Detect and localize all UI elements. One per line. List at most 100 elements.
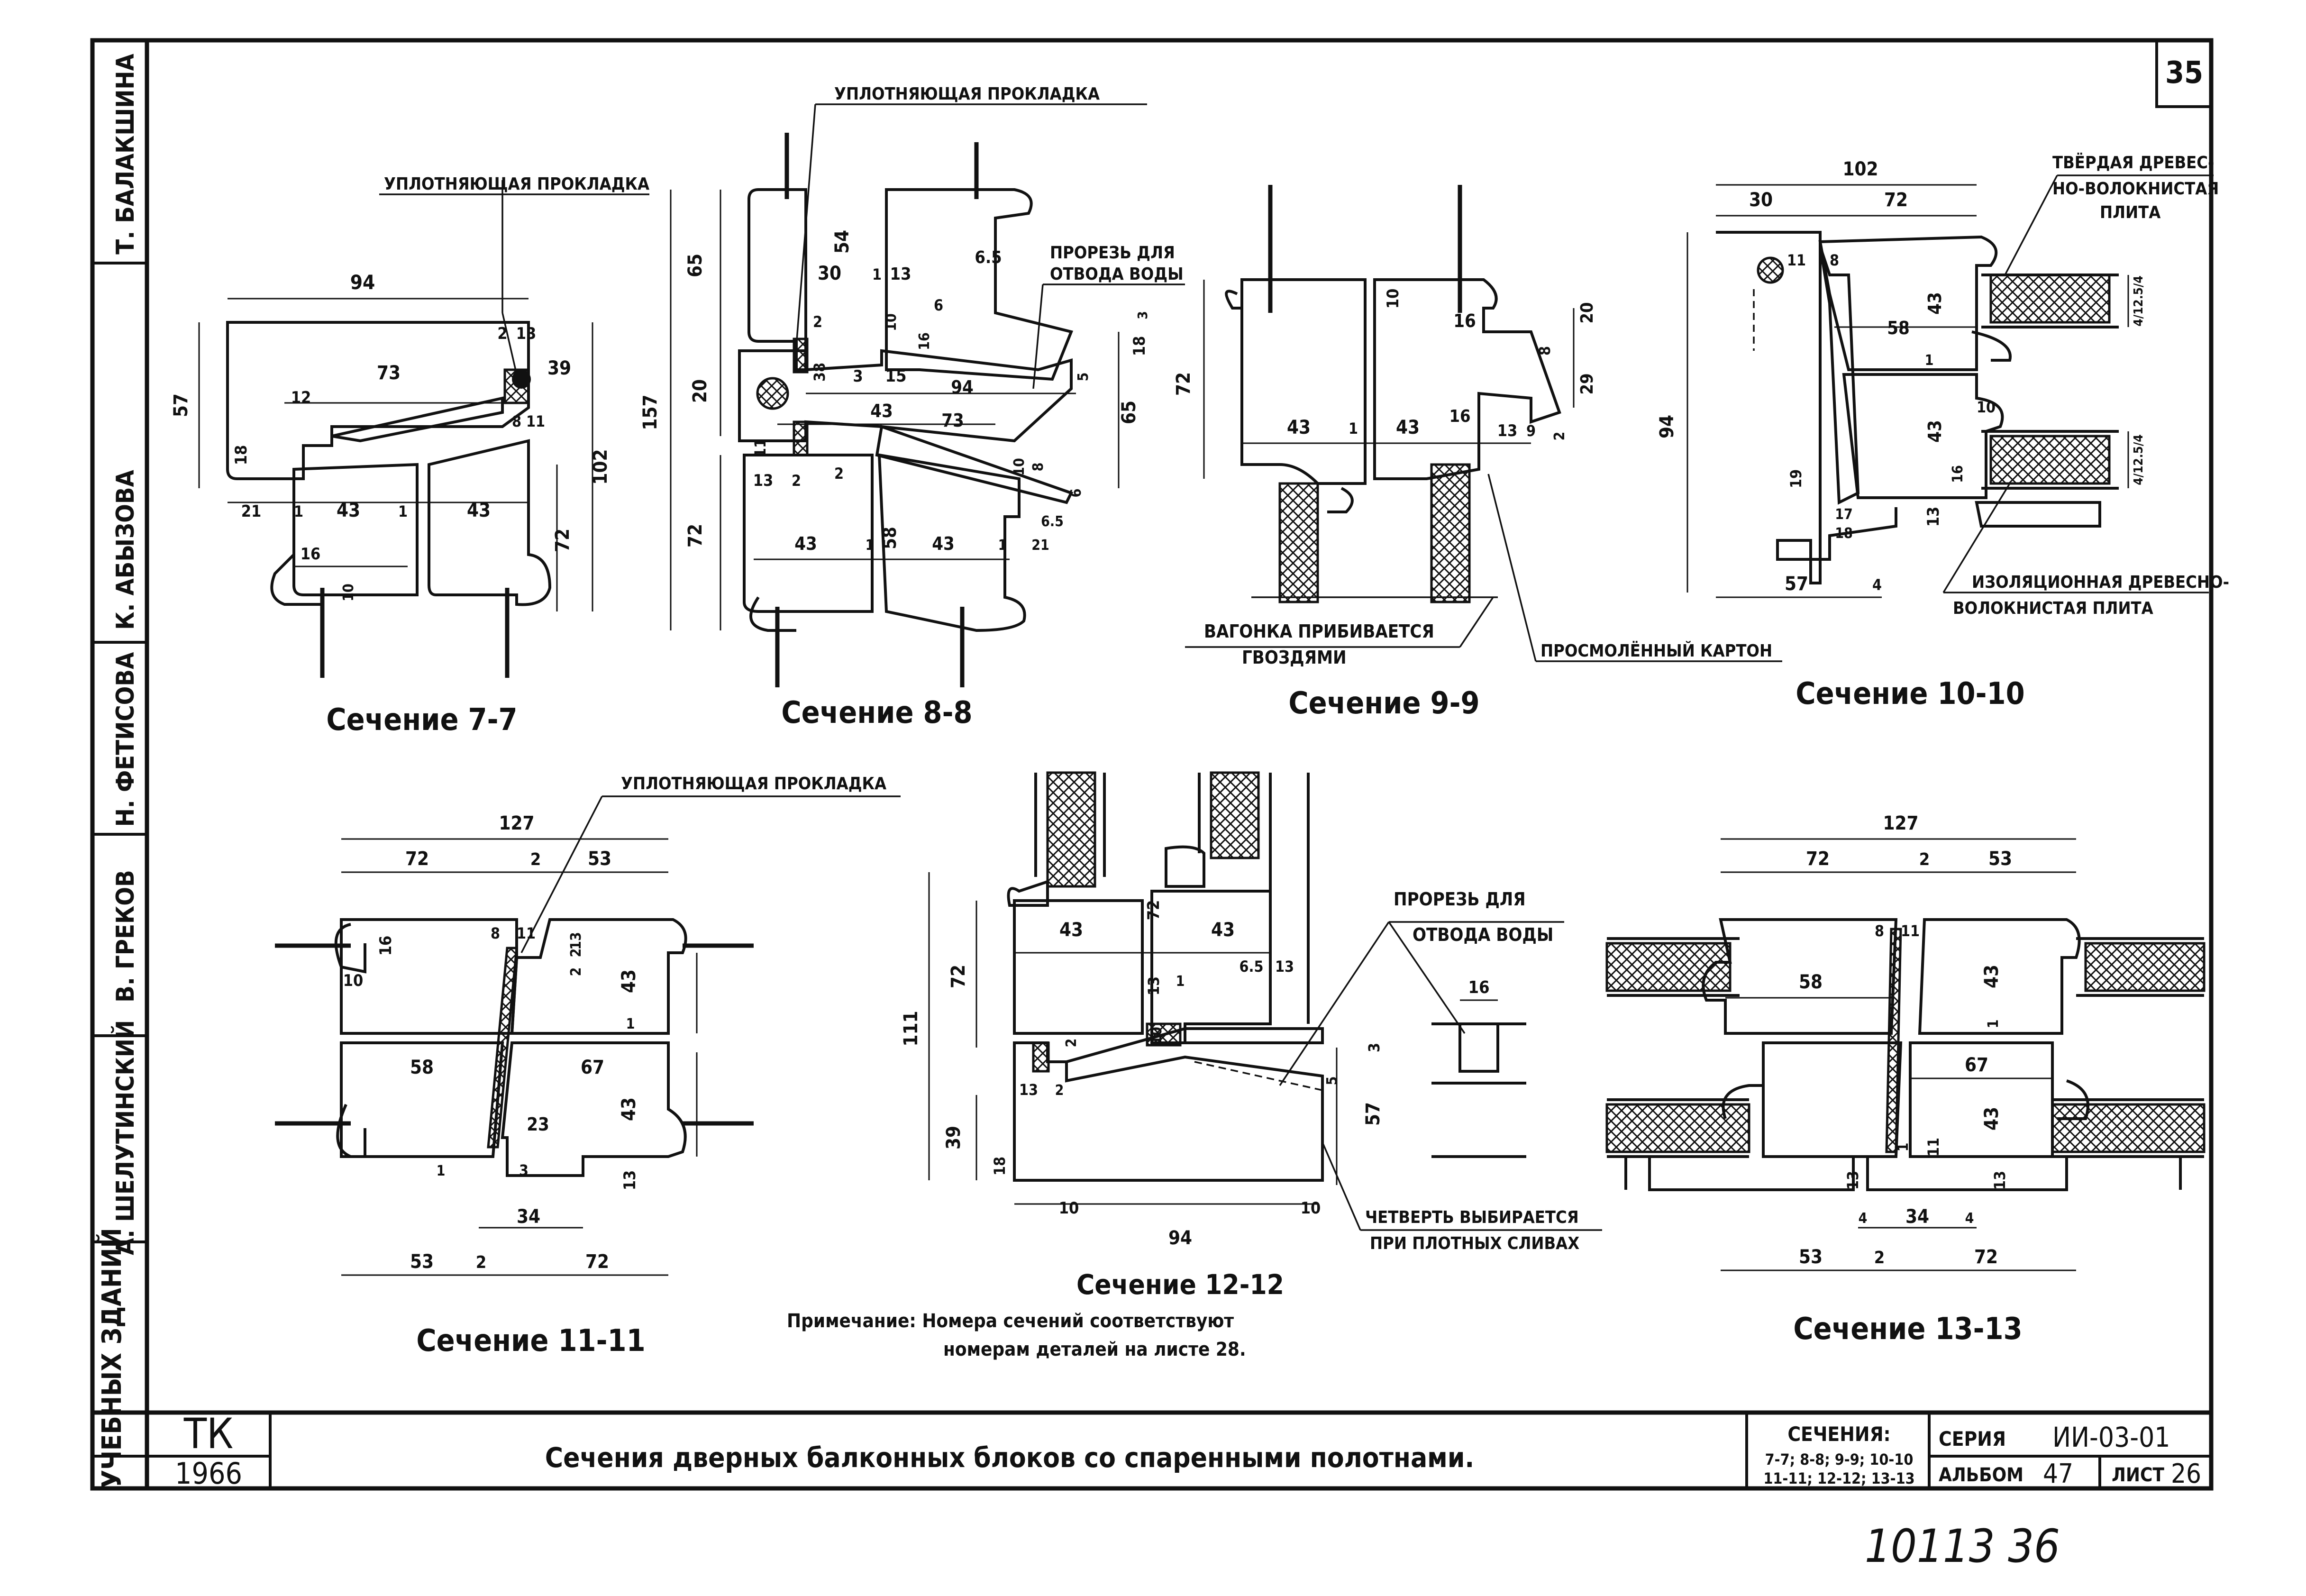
dim-label: 2 — [1063, 1039, 1080, 1048]
dim-label: 43 — [932, 533, 955, 554]
dim-label: 65 — [1118, 401, 1140, 424]
dim-label: 72 — [585, 1251, 609, 1273]
dim-label: 1 — [437, 1163, 446, 1179]
dim-label: 2 — [1551, 432, 1568, 441]
dim-label: 72 — [405, 848, 429, 870]
vertical-title: УЧЕБНЫХ ЗДАНИЙ — [96, 1228, 128, 1488]
dim-label: 16 — [301, 545, 321, 564]
sheet-label: ЛИСТ — [2112, 1464, 2164, 1486]
section-11-11: УПЛОТНЯЮЩАЯ ПРОКЛАДКА 127 72 2 53 16 8 1… — [275, 774, 901, 1359]
dim-label: 13 — [1844, 1171, 1862, 1190]
dim-label: 1 — [998, 537, 1007, 554]
section-9-9-callout1-line1: ВАГОНКА ПРИБИВАЕТСЯ — [1204, 621, 1434, 642]
name-grekov: В. ГРЕКОВ — [111, 870, 140, 1002]
dim-label: 43 — [870, 401, 893, 421]
dim-label: 17 — [1835, 506, 1853, 523]
sections-line2: 11-11; 12-12; 13-13 — [1763, 1469, 1914, 1487]
dim-label: 11 — [1924, 1138, 1942, 1157]
dim-label: 72 — [948, 965, 969, 988]
dim-label: 34 — [1905, 1206, 1929, 1228]
dim-label: 3 — [853, 367, 863, 386]
dim-label: 15 — [885, 366, 906, 386]
dim-label: 3 — [1365, 1043, 1383, 1052]
dim-label: 58 — [1799, 971, 1823, 993]
dim-label: 43 — [1287, 417, 1311, 438]
section-8-8-callout2-line2: ОТВОДА ВОДЫ — [1050, 264, 1184, 284]
dim-label: 10 — [343, 971, 364, 990]
dim-label: 58 — [879, 527, 900, 549]
dim-label: 13 — [1924, 507, 1943, 527]
dim-label: 16 — [1468, 978, 1489, 997]
album-value: 47 — [2043, 1459, 2073, 1489]
dim-label: 16 — [376, 936, 395, 956]
dim-label: 8 — [512, 412, 521, 430]
dim-label: 2 — [1919, 850, 1930, 869]
dim-label: 1 — [626, 1016, 635, 1032]
dim-label: 10 — [883, 313, 900, 331]
dim-label: 1 — [1349, 420, 1358, 438]
dim-label: 18 — [232, 445, 251, 465]
dim-label: 5 — [1075, 373, 1092, 382]
dim-label: 8 — [1030, 463, 1047, 472]
section-7-7: УПЛОТНЯЮЩАЯ ПРОКЛАДКА 94 2 13 73 39 57 1… — [170, 174, 649, 738]
sheet-value: 26 — [2171, 1459, 2201, 1489]
section-7-7-callout: УПЛОТНЯЮЩАЯ ПРОКЛАДКА — [384, 174, 649, 194]
dim-label: 34 — [517, 1206, 540, 1228]
dim-label: 43 — [794, 533, 817, 554]
dim-label: 10 — [1011, 458, 1028, 476]
dim-label: 6.5 — [1240, 958, 1264, 976]
dim-label: 2 — [1874, 1248, 1885, 1268]
dim-label: 13 — [1275, 958, 1294, 976]
dim-label: 11 — [1901, 922, 1920, 940]
dim-label: 23 — [527, 1114, 549, 1135]
dim-label: 13 — [890, 264, 911, 284]
dim-label: 13 — [1019, 1081, 1038, 1099]
dim-label: 2 — [530, 850, 541, 869]
dim-label: 13 — [1145, 976, 1163, 995]
section-9-9-callout2: ПРОСМОЛЁННЫЙ КАРТОН — [1540, 641, 1772, 661]
dim-label: 20 — [689, 379, 711, 403]
section-8-8-callout2-line1: ПРОРЕЗЬ ДЛЯ — [1050, 243, 1175, 263]
section-12-12-caption: Сечение 12-12 — [1076, 1268, 1284, 1301]
dim-label: 43 — [618, 969, 640, 993]
dim-label: 94 — [350, 271, 375, 294]
note: Примечание: Номера сечений соответствуют… — [787, 1310, 1246, 1360]
dim-label: 13 — [516, 324, 537, 343]
dim-label: 72 — [1173, 372, 1194, 396]
dim-label: 65 — [684, 254, 706, 277]
dim-label: 1 — [294, 502, 303, 520]
dim-label: 13 — [1991, 1171, 2009, 1190]
dim-label: 10 — [1148, 1027, 1165, 1045]
dim-label: 43 — [618, 1097, 640, 1121]
section-10-10-caption: Сечение 10-10 — [1796, 676, 2024, 711]
name-abyzova: К. АБЫЗОВА — [111, 470, 140, 629]
dim-label: 2 — [568, 948, 584, 958]
dim-label: 6.5 — [1041, 513, 1064, 530]
dim-label: 16 — [1950, 465, 1966, 483]
section-11-11-callout: УПЛОТНЯЮЩАЯ ПРОКЛАДКА — [621, 774, 886, 793]
dim-label: 94 — [1168, 1227, 1192, 1249]
section-8-8-caption: Сечение 8-8 — [781, 695, 972, 730]
dim-label: 11 — [526, 412, 545, 430]
dim-label: 43 — [467, 500, 491, 521]
dim-label: 10 — [340, 584, 357, 602]
sections-label: СЕЧЕНИЯ: — [1787, 1423, 1890, 1446]
org-code: ТК — [183, 1409, 234, 1458]
dim-label: 4/12.5/4 — [2132, 275, 2146, 326]
dim-label: 43 — [1211, 919, 1235, 941]
dim-label: 1 — [872, 265, 882, 283]
dim-label: 43 — [1924, 292, 1945, 315]
section-10-10-callout2-line2: ВОЛОКНИСТАЯ ПЛИТА — [1953, 599, 2153, 618]
name-fetisova: Н. ФЕТИСОВА — [111, 652, 140, 827]
dim-label: 4/12.5/4 — [2132, 434, 2146, 485]
section-8-8-callout: УПЛОТНЯЮЩАЯ ПРОКЛАДКА — [834, 84, 1100, 104]
section-12-12-callout2-line2: ПРИ ПЛОТНЫХ СЛИВАХ — [1370, 1234, 1579, 1253]
dim-label: 3 — [1135, 311, 1150, 319]
dim-label: 12 — [291, 388, 311, 407]
dim-label: 111 — [900, 1011, 922, 1046]
dim-label: 102 — [1842, 158, 1878, 180]
dim-label: 127 — [499, 812, 534, 834]
dim-label: 6 — [934, 296, 943, 314]
dim-label: 43 — [337, 500, 360, 521]
